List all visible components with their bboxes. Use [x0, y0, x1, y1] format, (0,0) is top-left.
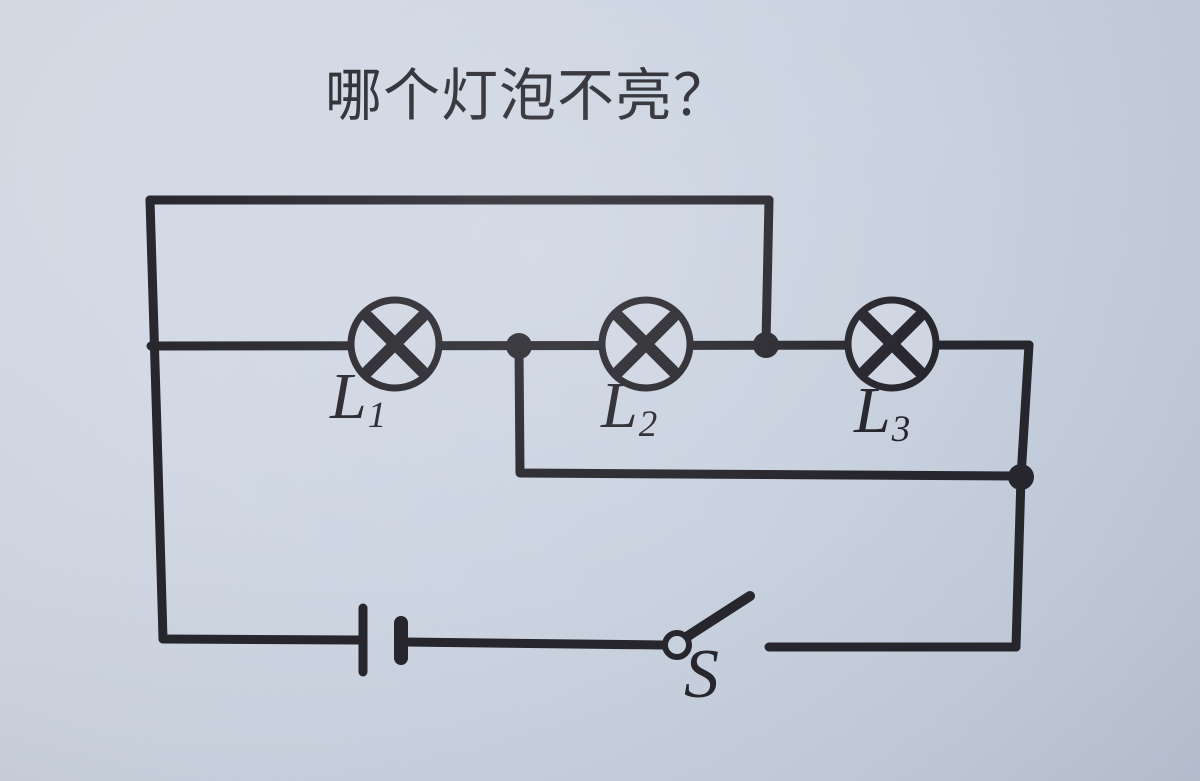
bulb-l3-subscript: 3 [891, 407, 911, 449]
wire-bottom-middle [399, 637, 668, 650]
bulb-l1-letter: L [330, 360, 367, 433]
bulb-l2-letter: L [601, 369, 638, 442]
switch-pivot-circle [662, 630, 692, 660]
switch-label: S [684, 636, 719, 713]
bulb-l2-cross-stroke [613, 311, 679, 377]
junction-dot-a [506, 333, 532, 359]
bulb-l3-label: L3 [854, 378, 910, 448]
bulb-l2-label: L2 [601, 373, 657, 443]
bulb-l3-letter: L [854, 374, 891, 447]
wire-left-vertical [145, 195, 168, 644]
bulb-l3-cross-stroke [859, 311, 925, 377]
bulb-l3-icon [844, 296, 940, 392]
switch-icon [662, 591, 755, 660]
wire-top-right-drop [761, 195, 774, 347]
bulb-l1-icon [347, 296, 443, 392]
bulb-l1-subscript: 1 [367, 393, 387, 435]
page-title: 哪个灯泡不亮？ [325, 64, 731, 128]
wire-middle-branch [514, 343, 1023, 481]
switch-lever [683, 591, 755, 641]
junction-dot-b [753, 332, 779, 358]
wire-right-vertical [1011, 340, 1034, 652]
battery-icon [358, 603, 408, 677]
junction-dot-c [1008, 464, 1034, 490]
bulb-l2-subscript: 2 [638, 402, 658, 444]
bulb-l1-label: L1 [330, 364, 386, 434]
bulb-l2-icon [598, 296, 694, 392]
bulb-l1-cross-stroke [362, 311, 428, 377]
wire-bottom-left [158, 634, 364, 645]
